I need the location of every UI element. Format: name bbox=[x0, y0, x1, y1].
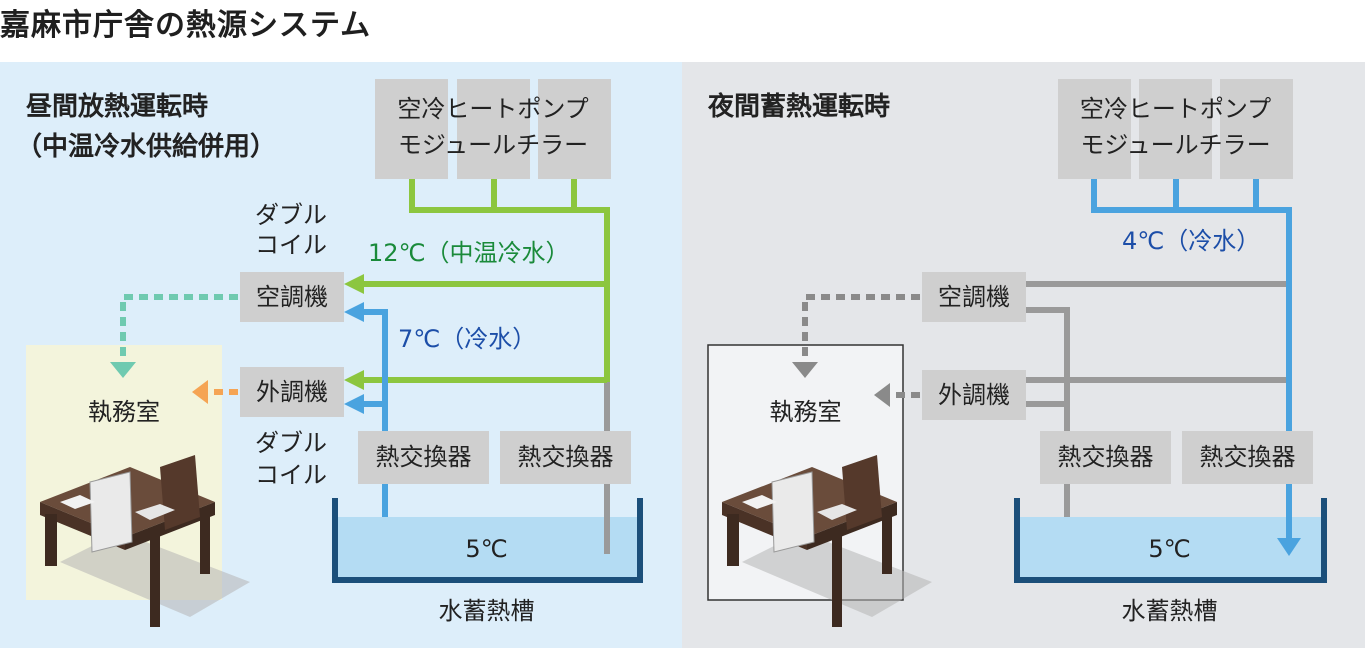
nighttime-diagram bbox=[707, 179, 1327, 627]
cold-water-label: 7℃（冷水） bbox=[398, 325, 537, 353]
outdoor-air-unit-label: 外調機 bbox=[256, 378, 328, 406]
mid-temp-water-label: 12℃（中温冷水） bbox=[368, 239, 570, 267]
double-coil-top-line2: コイル bbox=[255, 231, 327, 259]
air-handling-unit-label: 空調機 bbox=[256, 283, 328, 311]
desk-illustration bbox=[722, 455, 932, 627]
heatpump-module-3 bbox=[538, 79, 611, 179]
heat-exchanger-2 bbox=[500, 431, 631, 484]
tank-temperature: 5℃ bbox=[465, 535, 508, 563]
heatpump-module-2 bbox=[457, 79, 530, 179]
heat-exchanger-1-label: 熱交換器 bbox=[375, 443, 472, 471]
heat-exchanger-2 bbox=[1182, 431, 1313, 484]
heat-exchanger-1 bbox=[358, 431, 489, 484]
storage-tank-label: 水蓄熱槽 bbox=[438, 597, 535, 625]
storage-tank-outline bbox=[332, 498, 643, 583]
storage-tank-water bbox=[1017, 517, 1322, 577]
supply-air-arrow bbox=[802, 294, 920, 362]
heatpump-label-line2: モジュールチラー bbox=[1080, 131, 1271, 159]
heatpump-module-2 bbox=[1139, 79, 1212, 179]
mid-temp-water-pipe bbox=[362, 179, 610, 383]
heatpump-module-1 bbox=[375, 79, 448, 179]
outdoor-air-unit bbox=[922, 370, 1026, 420]
heatpump-label-line1: 空冷ヒートポンプ bbox=[397, 95, 589, 123]
office-label: 執務室 bbox=[88, 398, 160, 426]
outdoor-air-unit-label: 外調機 bbox=[938, 381, 1010, 409]
daytime-panel: 昼間放熱運転時 （中温冷水供給併用） 空冷ヒートポンプ モジュールチラー ダブル… bbox=[0, 62, 682, 648]
heat-exchanger-2-label: 熱交換器 bbox=[1199, 443, 1296, 471]
daytime-diagram bbox=[26, 179, 643, 627]
tank-temperature: 5℃ bbox=[1148, 535, 1191, 563]
outdoor-air-unit bbox=[240, 367, 344, 417]
cold-water-pipe bbox=[1091, 179, 1292, 540]
double-coil-bottom-line1: ダブル bbox=[255, 429, 327, 457]
storage-tank-outline bbox=[1014, 498, 1327, 583]
heatpump-label-line2: モジュールチラー bbox=[397, 131, 589, 159]
heat-exchanger-1 bbox=[1040, 431, 1171, 484]
heatpump-label-line1: 空冷ヒートポンプ bbox=[1079, 95, 1272, 123]
air-handling-unit bbox=[240, 272, 344, 322]
storage-tank-water bbox=[335, 517, 638, 577]
cold-water-pipe bbox=[362, 309, 388, 517]
heatpump-module-1 bbox=[1058, 79, 1131, 179]
office-label: 執務室 bbox=[769, 398, 842, 426]
daytime-heading-line2: （中温冷水供給併用） bbox=[16, 132, 277, 162]
heatpump-module-3 bbox=[1220, 79, 1293, 179]
supply-air-arrow bbox=[120, 294, 238, 362]
double-coil-top-line1: ダブル bbox=[255, 201, 327, 229]
cold-water-label: 4℃（冷水） bbox=[1122, 227, 1261, 255]
daytime-heading-line1: 昼間放熱運転時 bbox=[26, 92, 209, 122]
nighttime-heading: 夜間蓄熱運転時 bbox=[708, 92, 891, 122]
desk-illustration bbox=[40, 455, 250, 627]
storage-tank-label: 水蓄熱槽 bbox=[1121, 597, 1218, 625]
heat-exchanger-1-label: 熱交換器 bbox=[1057, 443, 1154, 471]
air-handling-unit bbox=[922, 272, 1026, 322]
nighttime-panel: 夜間蓄熱運転時 空冷ヒートポンプ モジュールチラー 4℃（冷水） 空調機 外調機… bbox=[682, 62, 1365, 648]
page-title: 嘉麻市庁舎の熱源システム bbox=[0, 8, 372, 43]
air-handling-unit-label: 空調機 bbox=[938, 283, 1010, 311]
double-coil-bottom-line2: コイル bbox=[255, 461, 327, 489]
heat-exchanger-2-label: 熱交換器 bbox=[517, 443, 614, 471]
